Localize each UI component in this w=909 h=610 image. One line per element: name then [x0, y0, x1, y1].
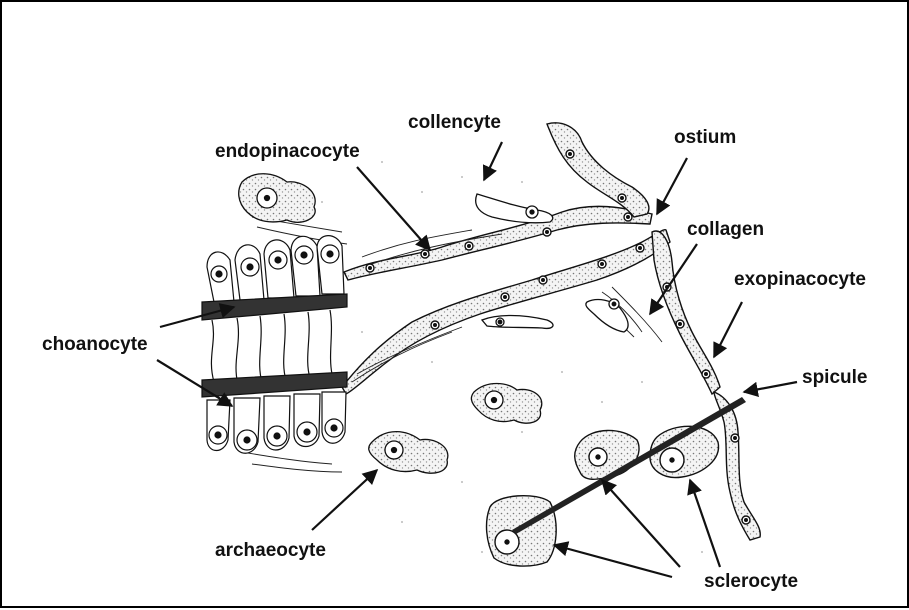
- lower-choanocyte-row: [202, 372, 347, 453]
- label-archaeocyte: archaeocyte: [215, 541, 326, 560]
- label-spicule: spicule: [802, 368, 867, 387]
- label-collencyte: collencyte: [408, 113, 501, 132]
- lower-canal-wall: [342, 230, 760, 540]
- arrow-endopinacocyte: [357, 167, 430, 250]
- arrow-collencyte: [484, 142, 502, 180]
- choanocyte-chamber: [202, 236, 347, 454]
- sclerocyte-cells: [487, 426, 719, 566]
- arrow-spicule: [744, 382, 797, 392]
- label-exopinacocyte: exopinacocyte: [734, 270, 866, 289]
- arrow-sclerocyte-1: [602, 480, 680, 567]
- label-sclerocyte: sclerocyte: [704, 572, 798, 591]
- arrow-exopinacocyte: [714, 302, 742, 357]
- label-ostium: ostium: [674, 128, 736, 147]
- label-choanocyte: choanocyte: [42, 335, 148, 354]
- label-collagen: collagen: [687, 220, 764, 239]
- spicule-needle: [512, 397, 746, 534]
- arrow-sclerocyte-3: [554, 545, 672, 577]
- arrow-archaeocyte: [312, 470, 377, 530]
- arrow-sclerocyte-2: [690, 480, 720, 567]
- label-endopinacocyte: endopinacocyte: [215, 142, 360, 161]
- arrow-ostium: [657, 158, 687, 214]
- collencyte-cell: [476, 194, 553, 223]
